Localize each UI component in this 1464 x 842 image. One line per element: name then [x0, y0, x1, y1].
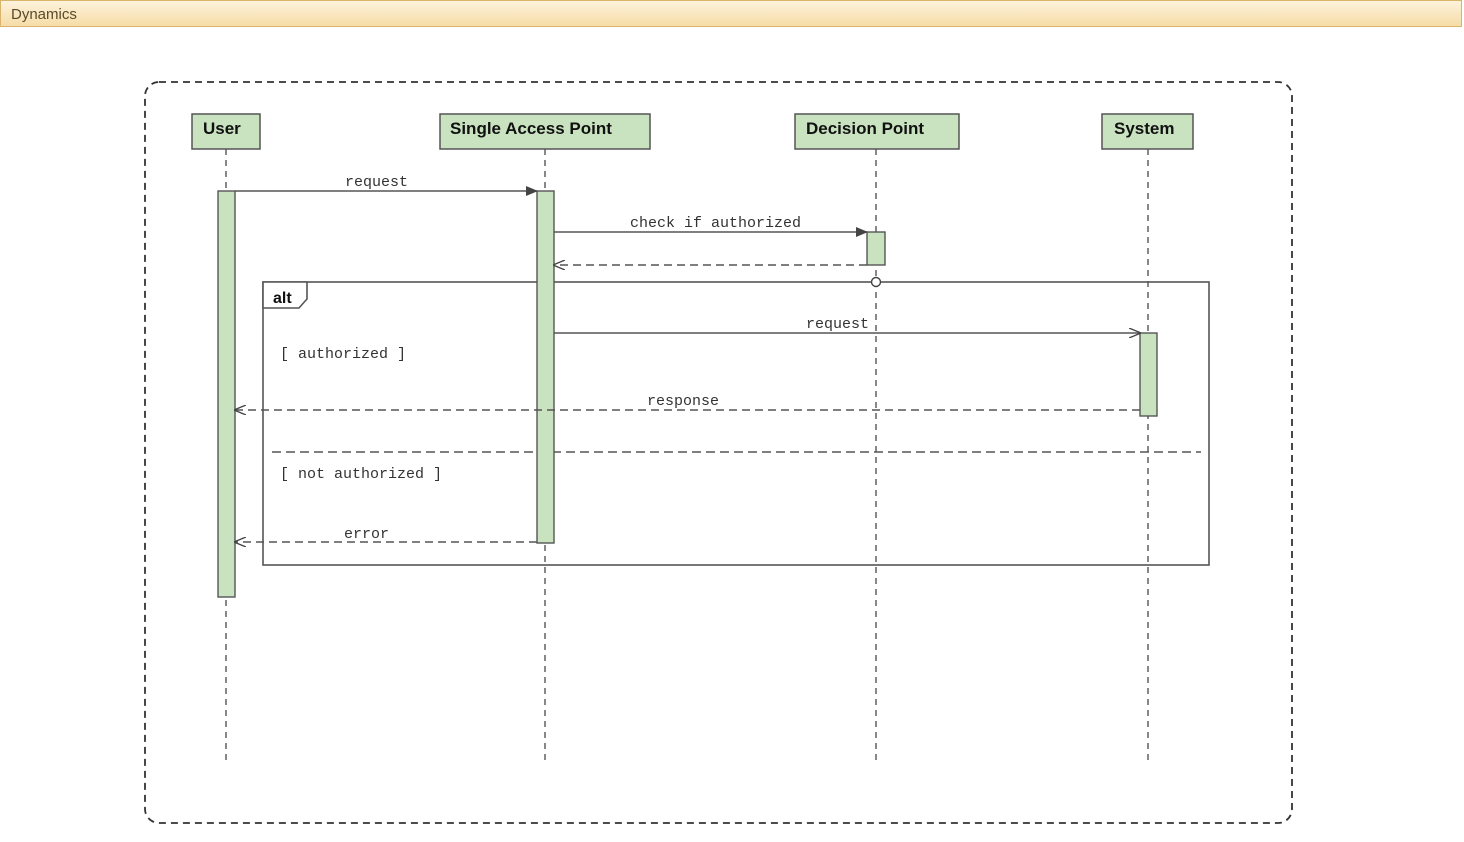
activation-decision-point — [866, 231, 886, 266]
activation-user — [217, 190, 236, 598]
guard-not-authorized: [ not authorized ] — [280, 466, 442, 483]
activation-system — [1139, 332, 1158, 417]
message-check-if-authorized[interactable]: check if authorized — [554, 215, 868, 237]
participant-decision-point[interactable]: Decision Point — [794, 113, 960, 150]
message-response[interactable]: response — [235, 393, 1140, 410]
window-title: Dynamics — [11, 6, 77, 23]
message-request-1[interactable]: request — [235, 174, 538, 196]
participant-system-label: System — [1114, 119, 1174, 138]
message-request-1-label: request — [345, 174, 408, 191]
alt-fragment-tab — [262, 281, 308, 309]
participant-single-access-point[interactable]: Single Access Point — [439, 113, 651, 150]
title-bar: Dynamics — [0, 0, 1462, 27]
message-request-2[interactable]: request — [554, 316, 1140, 333]
message-request-2-label: request — [806, 316, 869, 333]
activation-single-access-point — [536, 190, 555, 544]
message-response-label: response — [647, 393, 719, 410]
message-error[interactable]: error — [235, 526, 537, 543]
diagram-boundary — [144, 81, 1293, 824]
participant-single-access-point-label: Single Access Point — [450, 119, 612, 138]
participant-user-label: User — [203, 119, 241, 138]
alt-fragment: alt [ authorized ] [ not authorized ] — [262, 281, 1210, 566]
participant-system[interactable]: System — [1101, 113, 1194, 150]
message-check-if-authorized-label: check if authorized — [630, 215, 801, 232]
lifelines — [225, 149, 1149, 765]
message-error-label: error — [344, 526, 389, 543]
alt-operator-label: alt — [273, 290, 292, 307]
alt-fragment-box — [262, 281, 1210, 566]
participant-user[interactable]: User — [191, 113, 261, 150]
guard-authorized: [ authorized ] — [280, 346, 406, 363]
decision-point-marker — [870, 276, 882, 288]
participant-decision-point-label: Decision Point — [806, 119, 924, 138]
